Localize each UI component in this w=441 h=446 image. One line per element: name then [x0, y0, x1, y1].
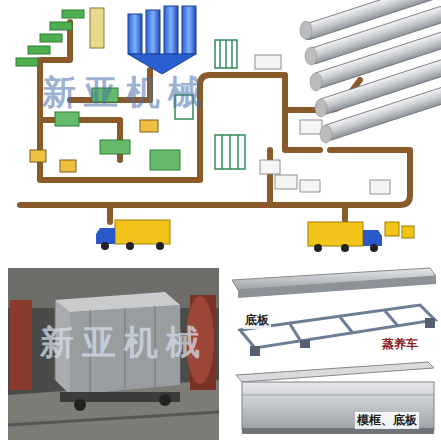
- watermark: 新亚机械: [40, 320, 208, 366]
- part-name: 模框、底板: [355, 412, 419, 429]
- part-name: 底板: [243, 312, 271, 329]
- part-name: 蒸养车: [380, 336, 420, 353]
- watermark: 新亚机械: [42, 70, 210, 116]
